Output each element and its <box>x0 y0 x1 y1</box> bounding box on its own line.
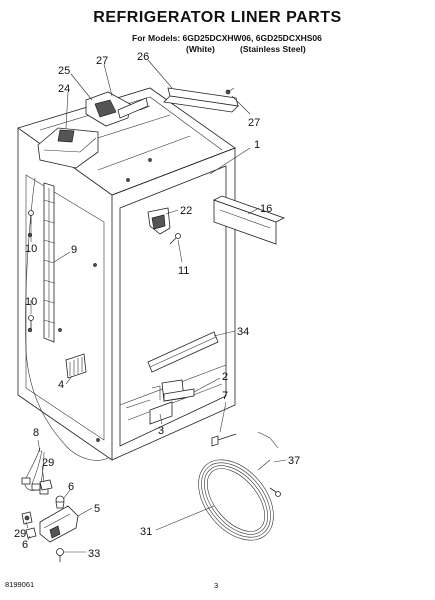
top-trim-strip <box>163 87 239 113</box>
callout-10-lower: 10 <box>25 296 37 308</box>
heater-coil <box>198 459 274 541</box>
socket-upper <box>39 479 53 491</box>
shelf-support-bracket <box>147 207 171 235</box>
callout-27-right: 27 <box>248 117 260 129</box>
screw-11 <box>169 233 181 245</box>
variant-white-label: (White) <box>186 44 215 54</box>
pan-rail <box>147 331 219 373</box>
callout-25: 25 <box>58 65 70 77</box>
callout-37: 37 <box>288 455 300 467</box>
callout-27-top: 27 <box>96 55 108 67</box>
callout-33: 33 <box>88 548 100 560</box>
callout-8: 8 <box>33 427 39 439</box>
callout-4: 4 <box>58 379 64 391</box>
callout-16: 16 <box>260 203 272 215</box>
bulb-upper <box>55 495 65 509</box>
screw-10-upper <box>28 210 34 224</box>
callout-22: 22 <box>180 205 192 217</box>
callout-11: 11 <box>178 265 189 277</box>
callout-34: 34 <box>237 326 249 338</box>
callout-3: 3 <box>158 425 164 437</box>
callout-26: 26 <box>137 51 149 63</box>
callout-6-lower: 6 <box>22 539 28 551</box>
lower-slide <box>125 399 173 425</box>
callout-10-upper: 10 <box>25 243 37 255</box>
liner-wire-harness <box>25 177 109 461</box>
leader-lines <box>25 59 287 553</box>
screw-33 <box>56 548 64 562</box>
pan-slide <box>151 379 195 402</box>
bulb-lower <box>25 527 37 539</box>
variant-steel-label: (Stainless Steel) <box>240 44 306 54</box>
page-title: REFRIGERATOR LINER PARTS <box>93 9 342 26</box>
callout-24: 24 <box>58 83 70 95</box>
screw-7 <box>211 433 237 447</box>
callout-29-lower: 29 <box>14 528 26 540</box>
callout-9: 9 <box>71 244 77 256</box>
page-number: 3 <box>214 581 219 590</box>
callout-7: 7 <box>222 390 228 402</box>
crisper-cover-bracket <box>212 195 286 245</box>
callout-31: 31 <box>140 526 152 538</box>
socket-lower <box>21 511 33 525</box>
control-housing <box>37 91 151 169</box>
light-housing <box>39 505 79 543</box>
vertical-shelf-track <box>43 182 55 343</box>
callout-labels: 25 27 26 24 27 1 22 16 10 9 11 10 34 4 2… <box>14 51 300 560</box>
tube-37 <box>257 431 281 497</box>
document-number: 8199061 <box>5 580 35 589</box>
light-socket <box>65 353 87 379</box>
callout-6-upper: 6 <box>68 481 74 493</box>
callout-2: 2 <box>222 371 228 383</box>
callout-1: 1 <box>254 139 260 151</box>
screw-10-lower <box>28 315 34 329</box>
models-line: For Models: 6GD25DCXHW06, 6GD25DCXHS06 <box>132 33 322 43</box>
callout-29-upper: 29 <box>42 457 54 469</box>
callout-5: 5 <box>94 503 100 515</box>
